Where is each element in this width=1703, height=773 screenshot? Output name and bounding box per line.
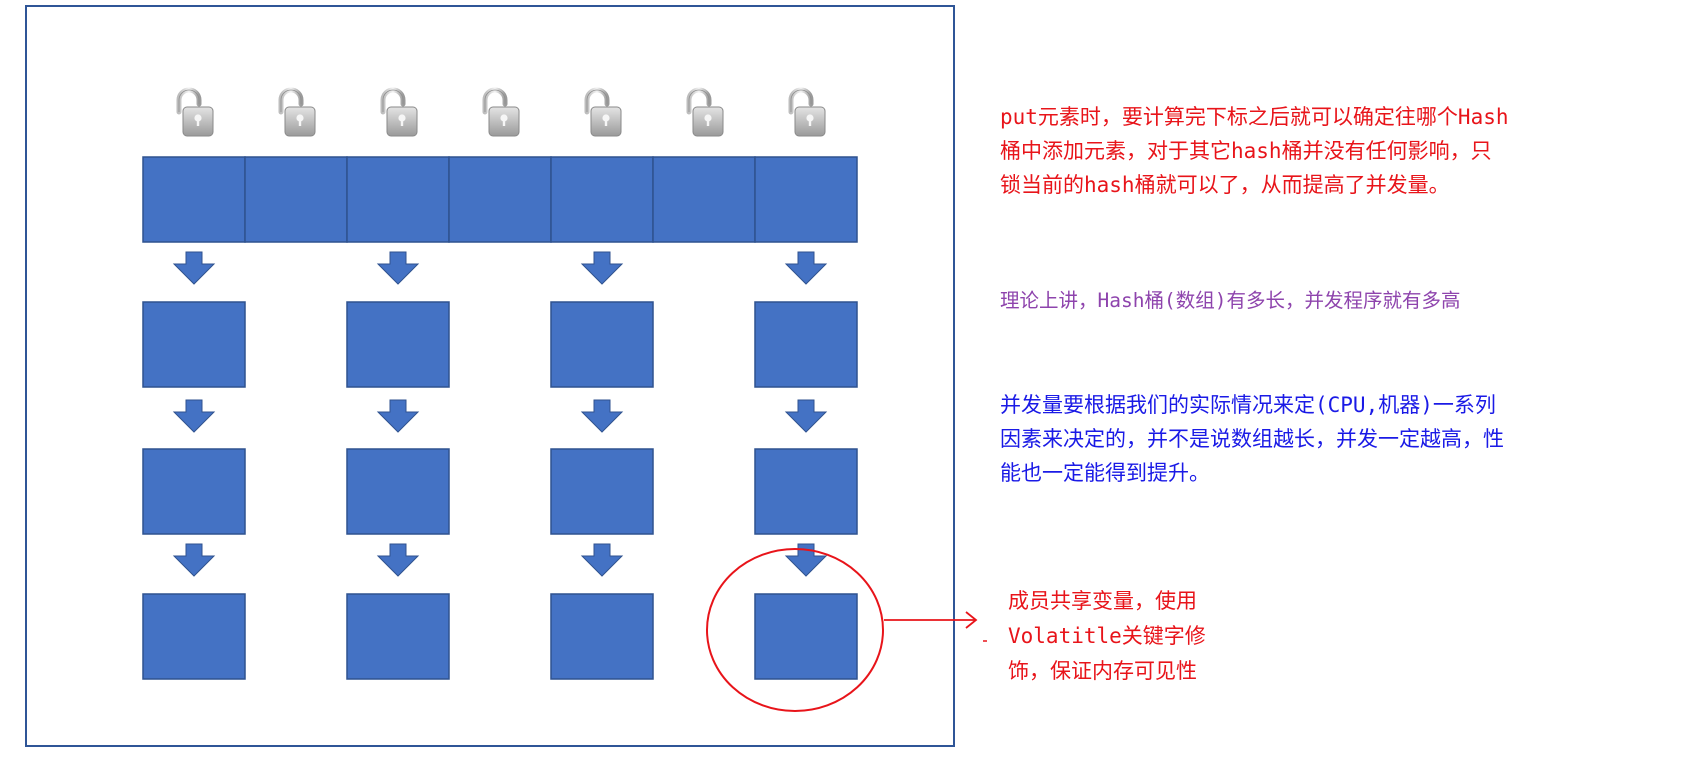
down-arrow-icon bbox=[172, 399, 216, 433]
unlocked-padlock-icon bbox=[584, 87, 622, 137]
unlocked-padlock-icon bbox=[686, 87, 724, 137]
linked-list-node bbox=[754, 448, 858, 535]
linked-list-node bbox=[754, 301, 858, 388]
hash-bucket bbox=[550, 156, 654, 243]
down-arrow-icon bbox=[376, 543, 420, 577]
hash-bucket bbox=[754, 156, 858, 243]
unlocked-padlock-icon bbox=[278, 87, 316, 137]
down-arrow-icon bbox=[376, 399, 420, 433]
pointer-arrow bbox=[884, 611, 987, 642]
hash-bucket bbox=[448, 156, 552, 243]
hash-bucket bbox=[244, 156, 348, 243]
down-arrow-icon bbox=[784, 251, 828, 285]
note-put-locking: put元素时，要计算完下标之后就可以确定往哪个Hash 桶中添加元素，对于其它h… bbox=[1000, 105, 1509, 197]
note-theory-concurrency: 理论上讲，Hash桶(数组)有多长，并发程序就有多高 bbox=[1000, 289, 1461, 312]
down-arrow-icon bbox=[784, 543, 828, 577]
highlighted-linked-node bbox=[754, 593, 858, 680]
hash-bucket bbox=[346, 156, 450, 243]
linked-list-node bbox=[550, 448, 654, 535]
linked-list-node bbox=[142, 448, 246, 535]
hash-bucket bbox=[142, 156, 246, 243]
down-arrow-icon bbox=[376, 251, 420, 285]
down-arrow-icon bbox=[580, 251, 624, 285]
diagram-frame bbox=[25, 5, 955, 747]
highlight-circle bbox=[706, 548, 884, 712]
down-arrow-icon bbox=[784, 399, 828, 433]
hash-bucket bbox=[652, 156, 756, 243]
down-arrow-icon bbox=[580, 543, 624, 577]
down-arrow-icon bbox=[172, 543, 216, 577]
linked-list-node bbox=[550, 301, 654, 388]
linked-list-node bbox=[346, 448, 450, 535]
linked-list-node bbox=[346, 593, 450, 680]
down-arrow-icon bbox=[580, 399, 624, 433]
unlocked-padlock-icon bbox=[176, 87, 214, 137]
linked-list-node bbox=[550, 593, 654, 680]
linked-list-node bbox=[346, 301, 450, 388]
unlocked-padlock-icon bbox=[380, 87, 418, 137]
linked-list-node bbox=[142, 301, 246, 388]
note-concurrency-factors: 并发量要根据我们的实际情况来定(CPU,机器)一系列 因素来决定的，并不是说数组… bbox=[1000, 393, 1504, 485]
unlocked-padlock-icon bbox=[788, 87, 826, 137]
note-volatile-visibility: 成员共享变量，使用 Volatitle关键字修 饰，保证内存可见性 bbox=[1008, 589, 1206, 683]
linked-list-node bbox=[142, 593, 246, 680]
unlocked-padlock-icon bbox=[482, 87, 520, 137]
down-arrow-icon bbox=[172, 251, 216, 285]
